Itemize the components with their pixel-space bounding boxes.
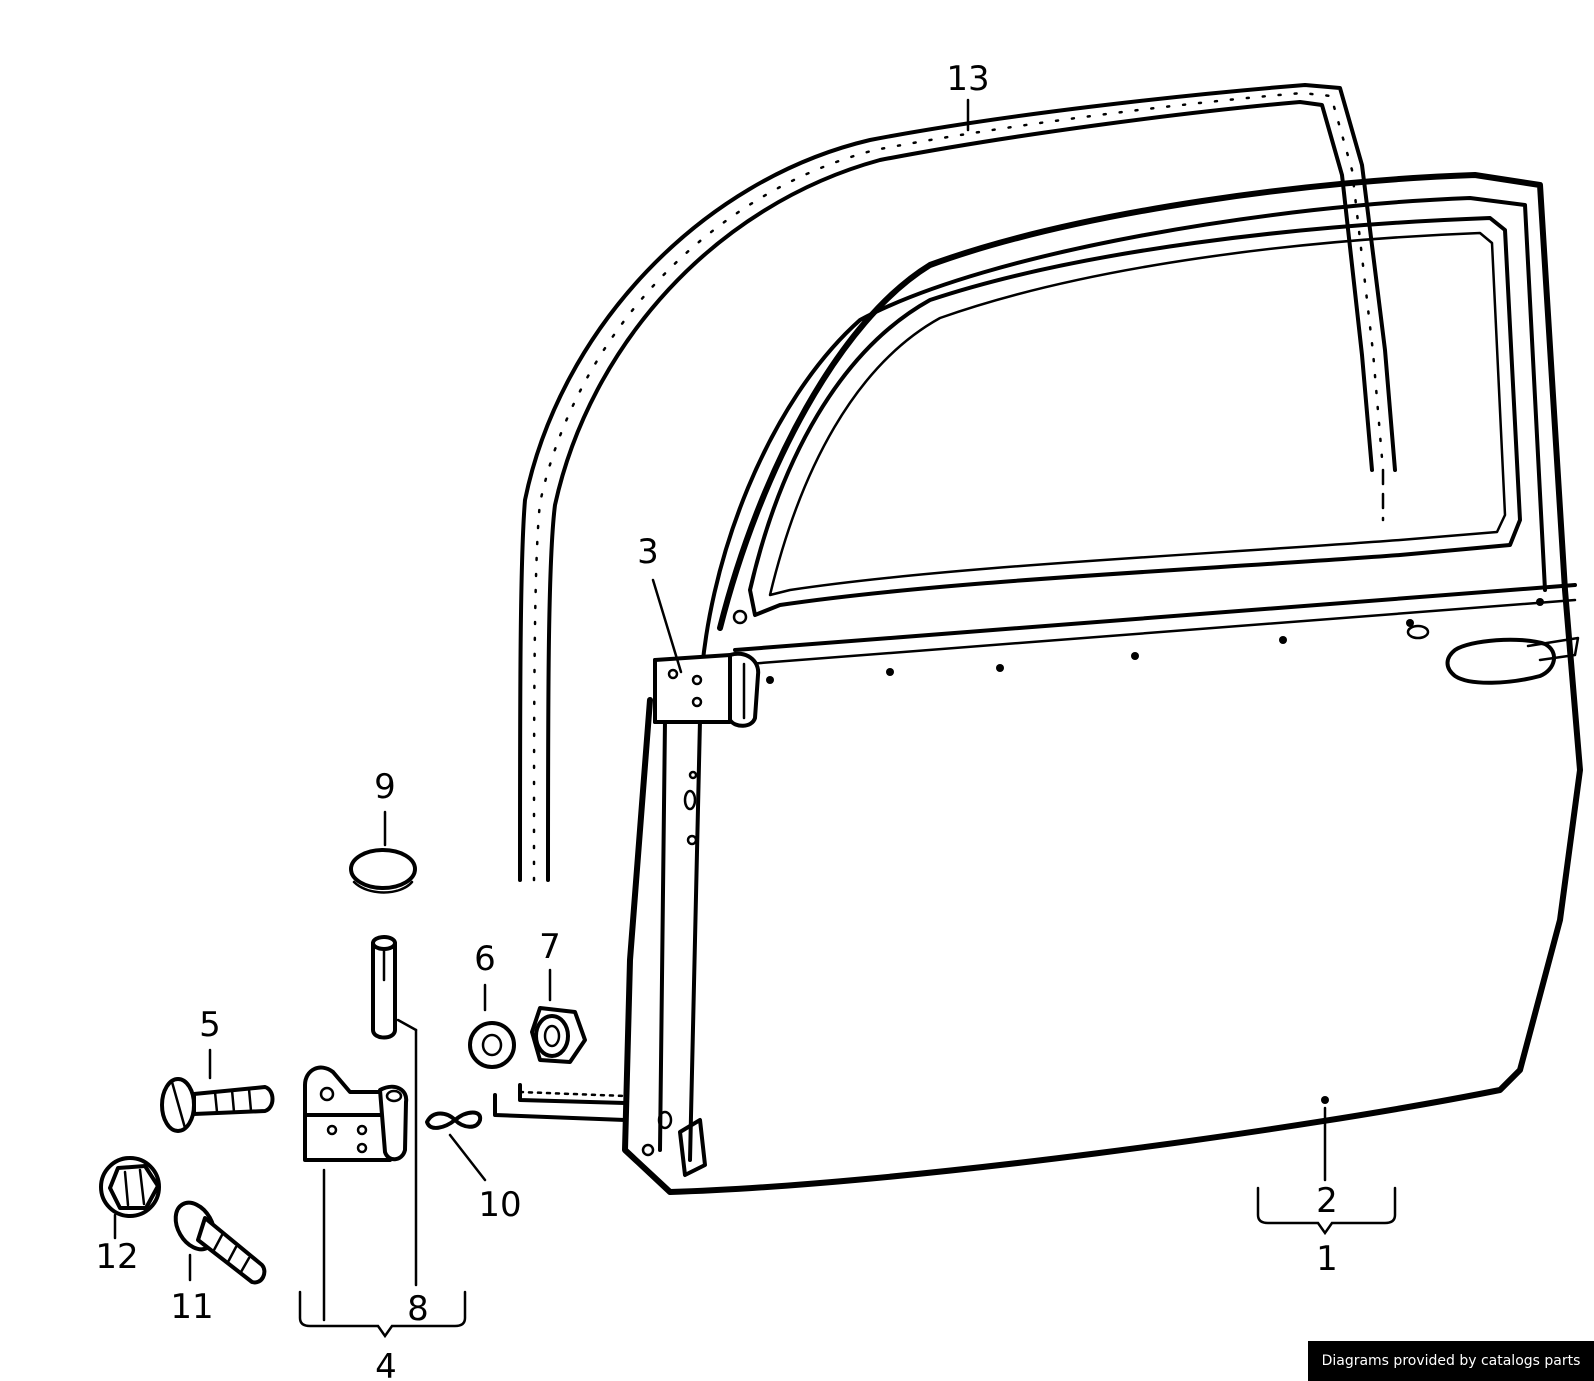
callout-3: 3 [637,532,659,572]
callout-labels: 13 3 9 6 7 5 10 12 11 8 4 2 1 [95,59,1337,1381]
slotted-screw[interactable] [160,1077,275,1133]
callout-2: 2 [1316,1181,1338,1221]
callout-11: 11 [170,1287,213,1327]
lock-washer[interactable] [468,1021,516,1069]
bolt-with-washer[interactable] [168,1196,267,1285]
callout-9: 9 [374,767,396,807]
callout-1: 1 [1316,1239,1338,1279]
callout-10: 10 [478,1185,521,1225]
door-seal[interactable] [518,83,1397,882]
hex-nut[interactable] [530,1006,587,1064]
callout-4: 4 [375,1347,397,1381]
spring-clip[interactable] [425,1110,483,1130]
lower-hinge[interactable] [303,1065,409,1162]
callout-7: 7 [539,927,561,967]
door-shell[interactable] [493,172,1583,1195]
callout-12: 12 [95,1237,138,1277]
hinge-pin[interactable] [371,935,397,1040]
callout-8: 8 [407,1289,429,1329]
credit-badge: Diagrams provided by catalogs parts [1308,1341,1594,1381]
leader-lines [113,98,1397,1339]
hinge-pin-cap[interactable] [349,848,417,894]
upper-hinge[interactable] [653,651,761,728]
callout-13: 13 [946,59,989,99]
flange-nut[interactable] [99,1156,161,1218]
callout-6: 6 [474,939,496,979]
callout-5: 5 [199,1005,221,1045]
